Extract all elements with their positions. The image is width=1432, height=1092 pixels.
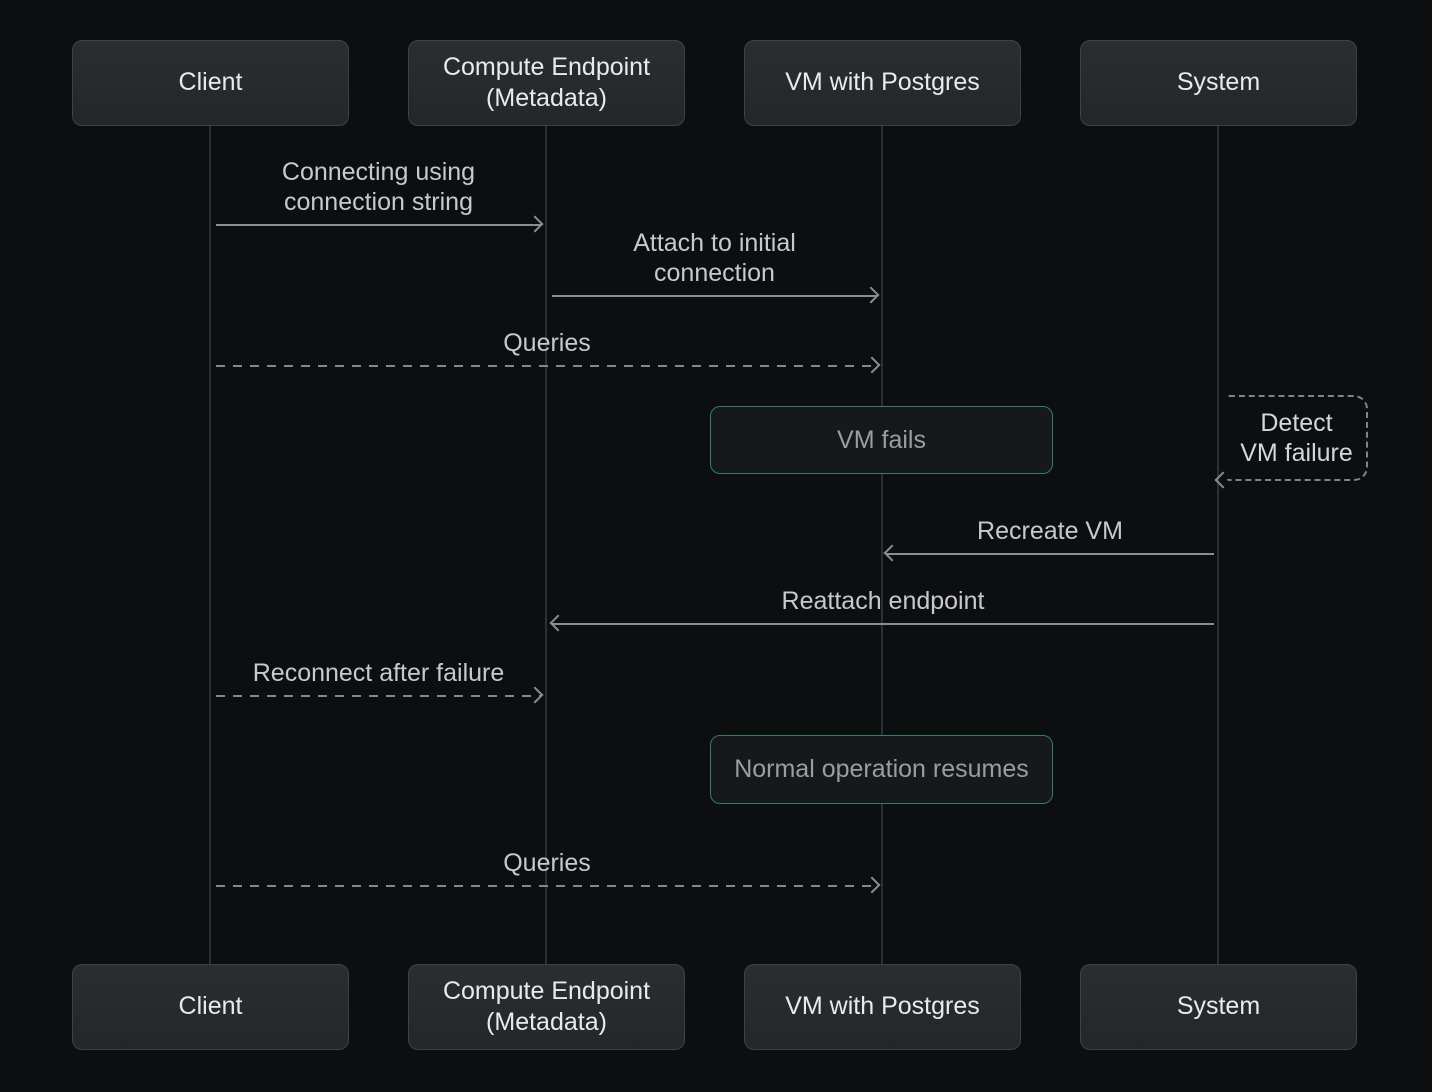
message-queries-1: Queries (216, 328, 881, 374)
lifeline-system (1217, 125, 1219, 965)
actor-client-top: Client (72, 40, 349, 126)
message-label: Reconnect after failure (252, 659, 505, 687)
arrowhead-left-icon (549, 614, 567, 632)
arrowhead-left-icon (883, 544, 901, 562)
actor-vm-postgres-bottom: VM with Postgres (744, 964, 1021, 1050)
note-normal-operation: Normal operation resumes (710, 735, 1053, 804)
self-message-label: Detect VM failure (1240, 409, 1353, 467)
message-arrow-line (216, 356, 881, 374)
actor-system-bottom: System (1080, 964, 1357, 1050)
message-attach: Attach to initial connection (552, 228, 880, 304)
message-arrow-line (883, 544, 1214, 562)
arrowhead-right-icon (863, 876, 881, 894)
actor-vm-postgres-top: VM with Postgres (744, 40, 1021, 126)
message-recreate-vm: Recreate VM (883, 516, 1214, 562)
self-message-detect-vm-failure: Detect VM failure (1214, 395, 1368, 489)
actor-compute-endpoint-bottom: Compute Endpoint (Metadata) (408, 964, 685, 1050)
arrowhead-right-icon (863, 356, 881, 374)
message-label: Attach to initial connection (633, 229, 796, 287)
actor-compute-endpoint-top: Compute Endpoint (Metadata) (408, 40, 685, 126)
message-label: Queries (503, 329, 591, 357)
actor-system-top: System (1080, 40, 1357, 126)
lifeline-client (209, 125, 211, 965)
message-arrow-line (552, 286, 880, 304)
lifeline-compute-endpoint (545, 125, 547, 965)
message-arrow-line (216, 686, 544, 704)
message-queries-2: Queries (216, 848, 881, 894)
message-connecting: Connecting using connection string (216, 157, 544, 233)
arrowhead-right-icon (526, 215, 544, 233)
message-label: Queries (503, 849, 591, 877)
arrowhead-right-icon (526, 686, 544, 704)
actor-client-bottom: Client (72, 964, 349, 1050)
note-vm-fails: VM fails (710, 406, 1053, 474)
arrowhead-right-icon (862, 286, 880, 304)
message-label: Connecting using connection string (281, 158, 476, 216)
message-label: Recreate VM (977, 517, 1123, 545)
message-arrow-line (216, 876, 881, 894)
message-reattach-endpoint: Reattach endpoint (549, 586, 1214, 632)
message-reconnect: Reconnect after failure (216, 658, 544, 704)
message-arrow-line (549, 614, 1214, 632)
message-arrow-line (216, 215, 544, 233)
message-label: Reattach endpoint (781, 587, 985, 615)
lifeline-vm-postgres (881, 125, 883, 965)
